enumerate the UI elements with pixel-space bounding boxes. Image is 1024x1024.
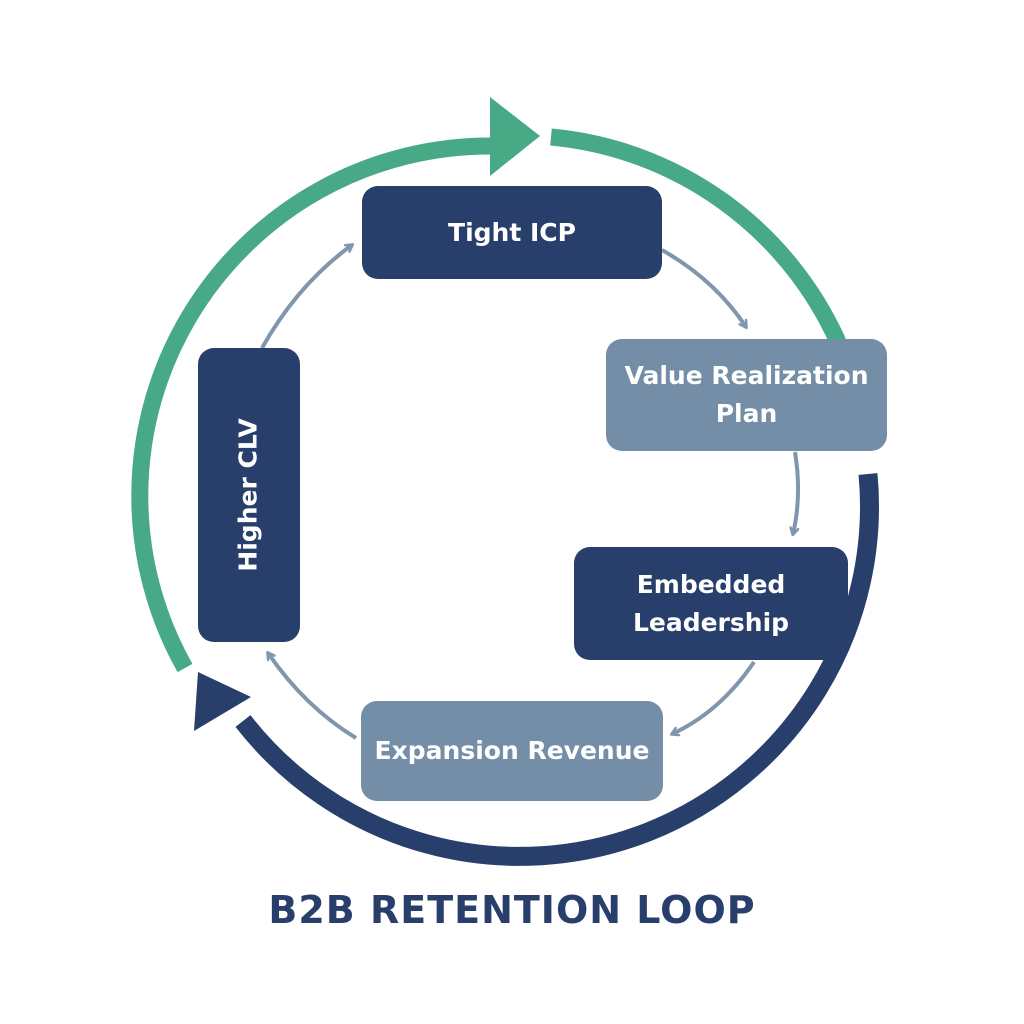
diagram-title: B2B RETENTION LOOP	[268, 888, 756, 932]
arrow-value-to-embedded	[793, 451, 801, 534]
arrow-tight-icp-to-value	[661, 248, 746, 327]
outer-green-arrowhead	[490, 97, 540, 176]
node-value-realization-plan-label: Value Realization Plan	[624, 361, 869, 428]
outer-green-arc-right	[550, 128, 846, 346]
node-tight-icp: Tight ICP	[362, 186, 662, 279]
outer-green-arc	[131, 137, 496, 673]
arrow-clv-to-tight-icp	[260, 245, 352, 349]
node-embedded-leadership: Embedded Leadership	[574, 547, 848, 660]
arrow-expansion-to-clv	[268, 653, 358, 740]
node-tight-icp-label: Tight ICP	[448, 217, 576, 247]
node-higher-clv: Higher CLV	[198, 348, 300, 642]
outer-navy-arc	[235, 473, 880, 866]
arrow-embedded-to-expansion	[672, 660, 756, 734]
node-higher-clv-label: Higher CLV	[234, 418, 264, 572]
outer-navy-arrowhead	[194, 672, 251, 731]
node-embedded-leadership-label: Embedded Leadership	[632, 569, 790, 637]
node-expansion-revenue: Expansion Revenue	[361, 701, 663, 801]
node-value-realization-plan: Value Realization Plan	[606, 339, 887, 451]
node-expansion-revenue-label: Expansion Revenue	[374, 736, 650, 765]
